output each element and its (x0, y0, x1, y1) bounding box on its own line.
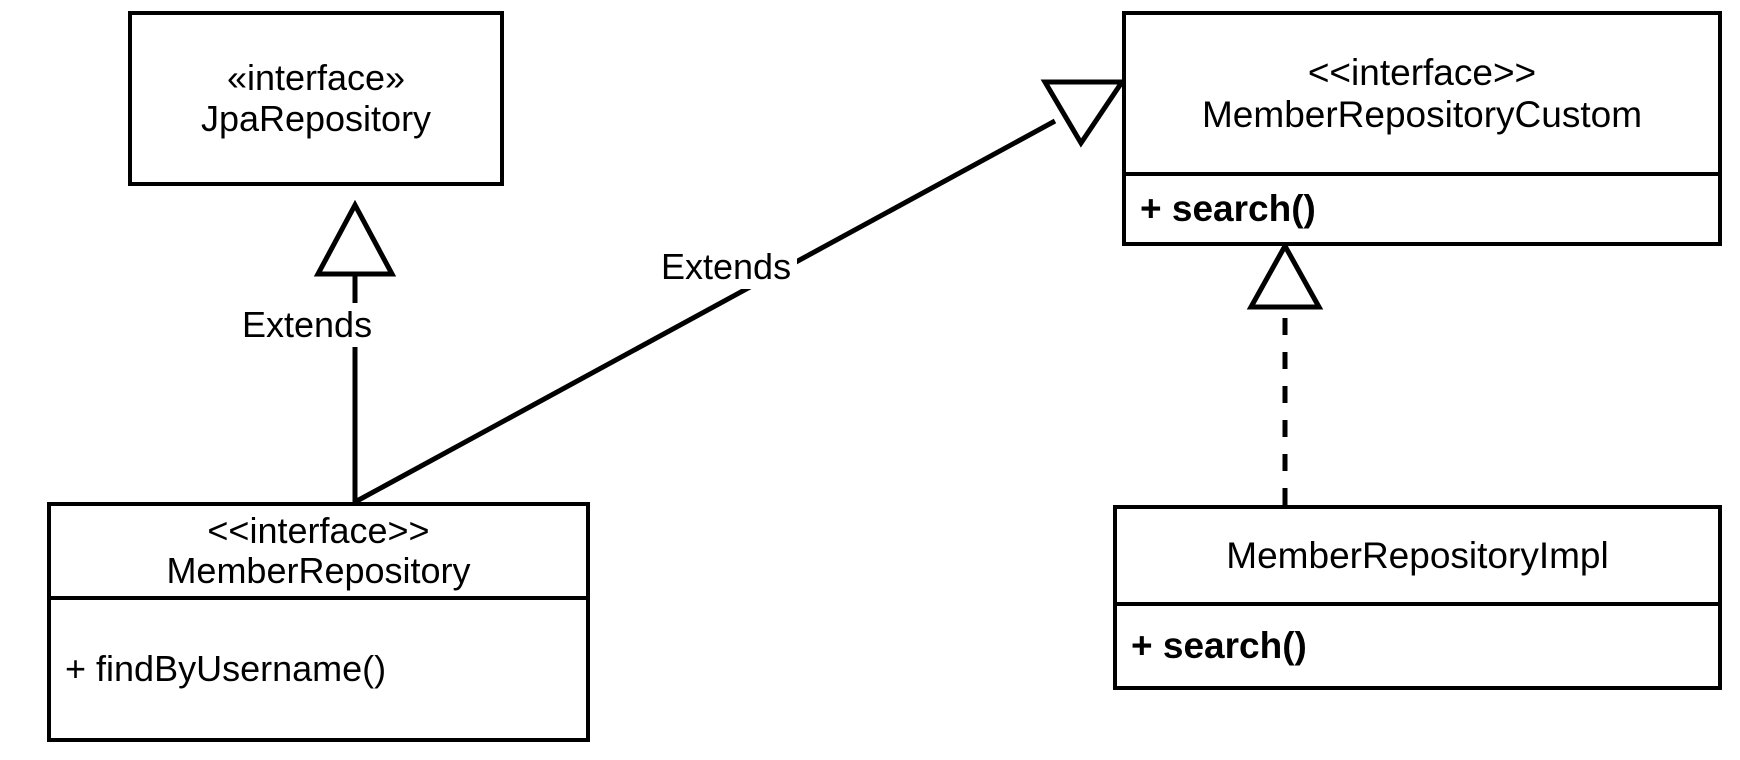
hollow-triangle-arrowhead-memberrepositorycustom (1040, 79, 1127, 148)
class-stereotype-memberrepository: <<interface>> (207, 509, 430, 551)
class-title-compartment-jparepository: «interface» JpaRepository (132, 15, 500, 182)
class-stereotype-memberrepositorycustom: <<interface>> (1307, 52, 1537, 94)
class-title-compartment-memberrepositoryimpl: MemberRepositoryImpl (1117, 509, 1718, 602)
class-members-compartment-memberrepositorycustom: + search() (1126, 172, 1718, 242)
class-name-memberrepository: MemberRepository (166, 550, 471, 591)
class-member-row: + findByUsername() (65, 648, 387, 690)
class-members-compartment-memberrepositoryimpl: + search() (1117, 602, 1718, 686)
class-stereotype-jparepository: «interface» (226, 57, 406, 99)
edge-implements-memberrepositorycustom (1246, 240, 1324, 505)
edge-label-extends-jparepository: Extends (236, 303, 379, 347)
class-name-memberrepositoryimpl: MemberRepositoryImpl (1226, 534, 1609, 576)
class-title-compartment-memberrepositorycustom: <<interface>> MemberRepositoryCustom (1126, 15, 1718, 172)
class-members-compartment-memberrepository: + findByUsername() (51, 596, 586, 738)
hollow-triangle-arrowhead-memberrepositoryimpl (1246, 240, 1324, 310)
class-title-compartment-memberrepository: <<interface>> MemberRepository (51, 506, 586, 596)
class-member-row: + search() (1140, 187, 1316, 229)
class-member-row: + search() (1131, 624, 1307, 666)
hollow-triangle-arrowhead-jparepository (313, 199, 397, 277)
class-box-memberrepositorycustom[interactable]: <<interface>> MemberRepositoryCustom + s… (1122, 11, 1722, 246)
class-name-memberrepositorycustom: MemberRepositoryCustom (1201, 93, 1643, 135)
class-box-memberrepositoryimpl[interactable]: MemberRepositoryImpl + search() (1113, 505, 1722, 690)
class-box-memberrepository[interactable]: <<interface>> MemberRepository + findByU… (47, 502, 590, 742)
edge-label-extends-memberrepositorycustom: Extends (655, 245, 798, 289)
edge-extends-jparepository (313, 199, 397, 502)
class-name-jparepository: JpaRepository (200, 97, 432, 139)
class-box-jparepository[interactable]: «interface» JpaRepository (128, 11, 504, 186)
